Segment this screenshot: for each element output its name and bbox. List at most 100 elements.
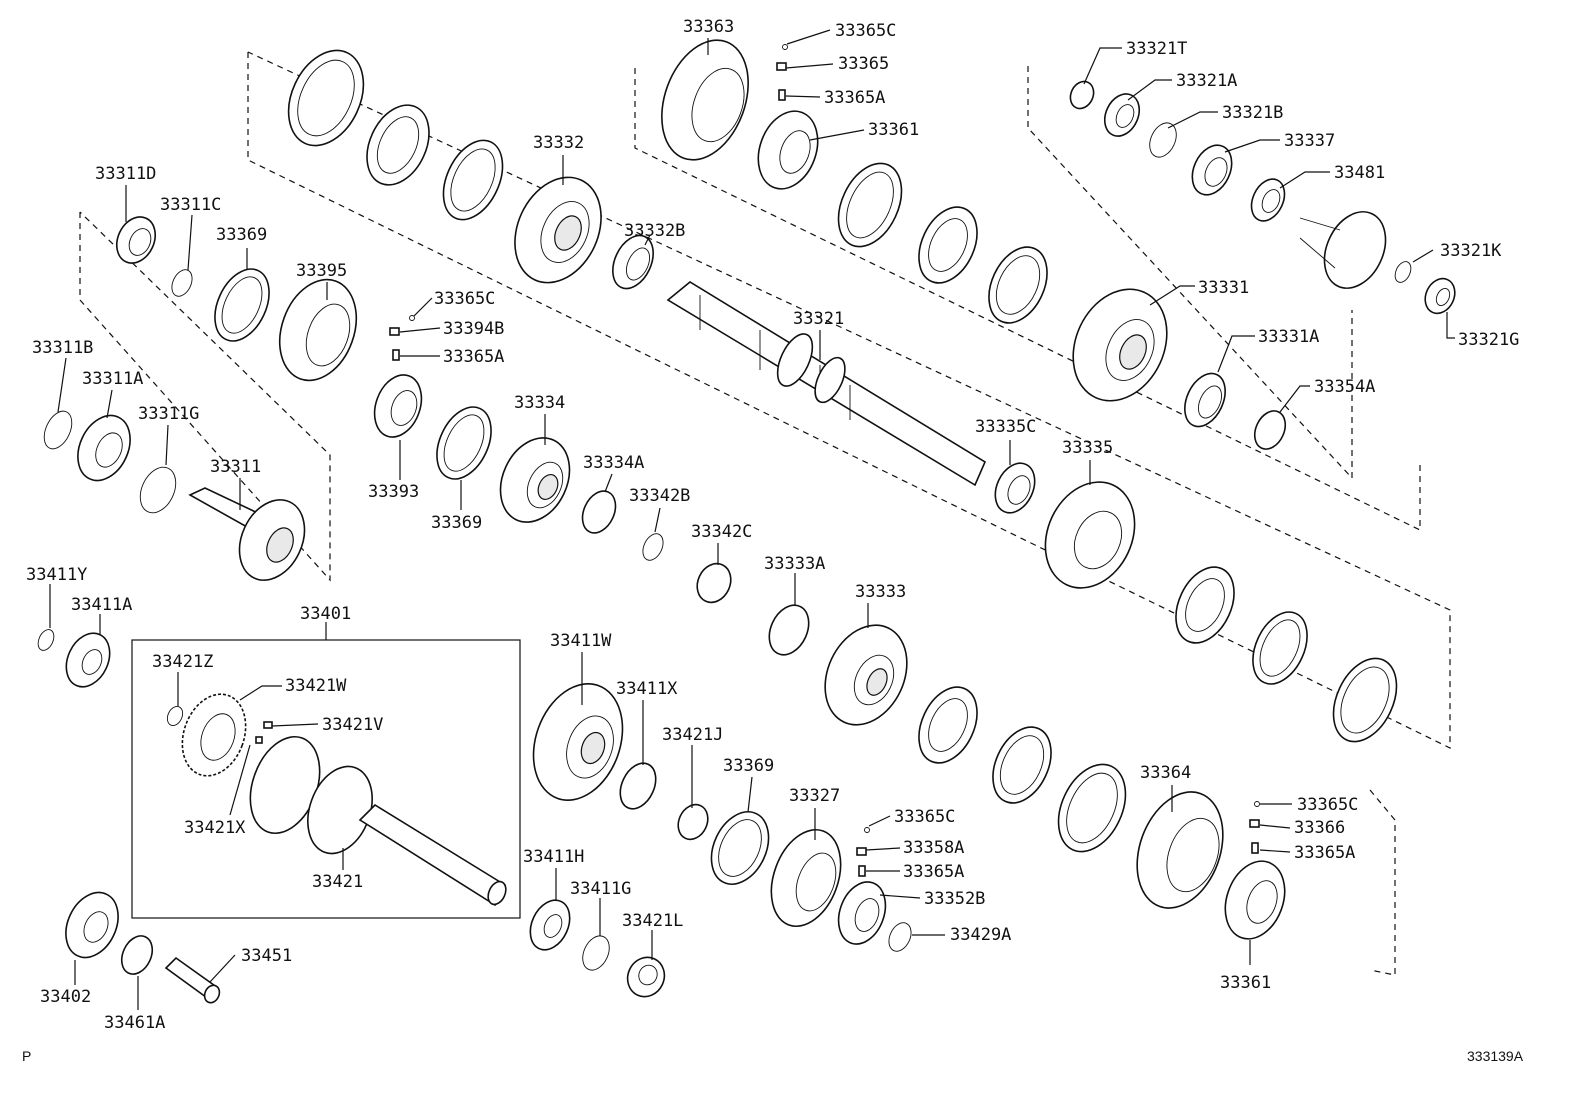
snap-ring-33342b xyxy=(642,533,664,561)
label-33421w: 33421W xyxy=(285,676,347,696)
label-33365a-left: 33365A xyxy=(443,347,504,367)
label-33365c-top: 33365C xyxy=(835,21,896,41)
right-assembly-outline xyxy=(1027,66,1353,480)
hub-sleeve-33327 xyxy=(770,828,842,928)
key-33421v xyxy=(255,721,273,744)
label-33321g: 33321G xyxy=(1458,330,1519,350)
label-33401: 33401 xyxy=(300,604,351,624)
needle-bearing-33411x xyxy=(619,762,657,810)
label-33365c-lower: 33365C xyxy=(894,807,955,827)
label-33365c-left: 33365C xyxy=(434,289,495,309)
snap-ring-33429a xyxy=(888,922,912,952)
snap-ring-33311b xyxy=(43,410,73,450)
synchro-ring-top-2 xyxy=(442,139,504,221)
label-33421: 33421 xyxy=(312,872,363,892)
gear-33421w xyxy=(181,693,247,777)
label-33311c: 33311C xyxy=(160,195,221,215)
flange-33321 xyxy=(1299,211,1387,289)
shaft-33451 xyxy=(164,956,221,1004)
label-33333a: 33333A xyxy=(764,554,825,574)
label-33365a-lower: 33365A xyxy=(903,862,964,882)
bushing-33321t xyxy=(1069,80,1095,110)
needle-bearing-33461a xyxy=(120,935,154,975)
label-33332b: 33332B xyxy=(624,221,685,241)
label-33333: 33333 xyxy=(855,582,906,602)
synchro-ring-right-2 xyxy=(1332,657,1398,743)
snap-ring-33311g xyxy=(139,466,177,514)
label-33421x: 33421X xyxy=(184,818,246,838)
snap-ring-33411g xyxy=(582,935,610,971)
label-33411h: 33411H xyxy=(523,847,584,867)
label-33369-lower: 33369 xyxy=(723,756,774,776)
snap-ring-33311c xyxy=(171,269,193,297)
clutch-hub-33361-top xyxy=(757,110,819,190)
bearing-33337 xyxy=(1191,144,1233,196)
synchro-ring-mid-1 xyxy=(837,162,903,248)
label-33342c: 33342C xyxy=(691,522,752,542)
label-33361-top: 33361 xyxy=(868,120,919,140)
needle-bearing-33333a xyxy=(768,604,810,656)
bearing-33411h xyxy=(529,899,571,951)
label-33421l: 33421L xyxy=(622,911,683,931)
label-33411x: 33411X xyxy=(616,679,678,699)
label-33369-center: 33369 xyxy=(431,513,482,533)
hub-sleeve-33363 xyxy=(661,39,749,161)
synchro-ring-33369-left xyxy=(214,268,270,342)
bushing-33421l xyxy=(626,956,666,998)
label-33311a: 33311A xyxy=(82,369,143,389)
left-assembly-outline xyxy=(79,211,331,582)
synchro-ring-top-1 xyxy=(287,49,365,147)
label-33321: 33321 xyxy=(793,309,844,329)
label-33321b: 33321B xyxy=(1222,103,1283,123)
label-33393: 33393 xyxy=(368,482,419,502)
leader-lines xyxy=(49,29,1455,1010)
label-33327: 33327 xyxy=(789,786,840,806)
clutch-hub-33361-bottom xyxy=(1224,860,1286,940)
label-33411y: 33411Y xyxy=(26,565,87,585)
shifting-key-ring-right xyxy=(1175,566,1235,644)
label-33395: 33395 xyxy=(296,261,347,281)
label-33369-left: 33369 xyxy=(216,225,267,245)
gear-33411w xyxy=(532,683,624,801)
label-33352b: 33352B xyxy=(924,889,985,909)
label-33461a: 33461A xyxy=(104,1013,165,1033)
label-33331: 33331 xyxy=(1198,278,1249,298)
label-33402: 33402 xyxy=(40,987,91,1007)
snap-ring-33321b xyxy=(1149,122,1177,158)
synchro-ring-lower-1 xyxy=(992,726,1052,804)
label-33364: 33364 xyxy=(1140,763,1191,783)
synchro-ring-lower-2 xyxy=(1057,763,1127,853)
label-33358a: 33358A xyxy=(903,838,964,858)
label-33365a-right: 33365A xyxy=(1294,843,1355,863)
label-33365-top: 33365 xyxy=(838,54,889,74)
snap-ring-33411y xyxy=(37,629,55,651)
needle-bearing-33311d xyxy=(115,216,157,264)
bearing-33411a xyxy=(65,632,111,688)
label-33411g: 33411G xyxy=(570,879,631,899)
label-33363: 33363 xyxy=(683,17,734,37)
diagram-id: 333139A xyxy=(1467,1048,1524,1064)
label-33321a: 33321A xyxy=(1176,71,1237,91)
label-33365c-right: 33365C xyxy=(1297,795,1358,815)
label-33334: 33334 xyxy=(514,393,565,413)
synchro-ring-right-1 xyxy=(1252,611,1308,685)
label-33481: 33481 xyxy=(1334,163,1385,183)
snap-ring-33421z xyxy=(166,706,184,726)
label-33311: 33311 xyxy=(210,457,261,477)
label-33342b: 33342B xyxy=(629,486,690,506)
input-shaft-33311 xyxy=(188,487,306,581)
label-33332: 33332 xyxy=(533,133,584,153)
label-33337: 33337 xyxy=(1284,131,1335,151)
label-33354a: 33354A xyxy=(1314,377,1375,397)
synchro-ring-33369-center xyxy=(436,406,492,480)
footer-left-mark: P xyxy=(22,1048,31,1064)
gear-33335 xyxy=(1044,481,1136,589)
label-33411a: 33411A xyxy=(71,595,132,615)
clutch-hub-33393 xyxy=(373,374,423,438)
shifting-key-ring-top xyxy=(366,104,430,186)
label-33331a: 33331A xyxy=(1258,327,1319,347)
label-33394b: 33394B xyxy=(443,319,504,339)
synchro-ring-mid-2 xyxy=(988,246,1048,324)
label-33421z: 33421Z xyxy=(152,652,213,672)
